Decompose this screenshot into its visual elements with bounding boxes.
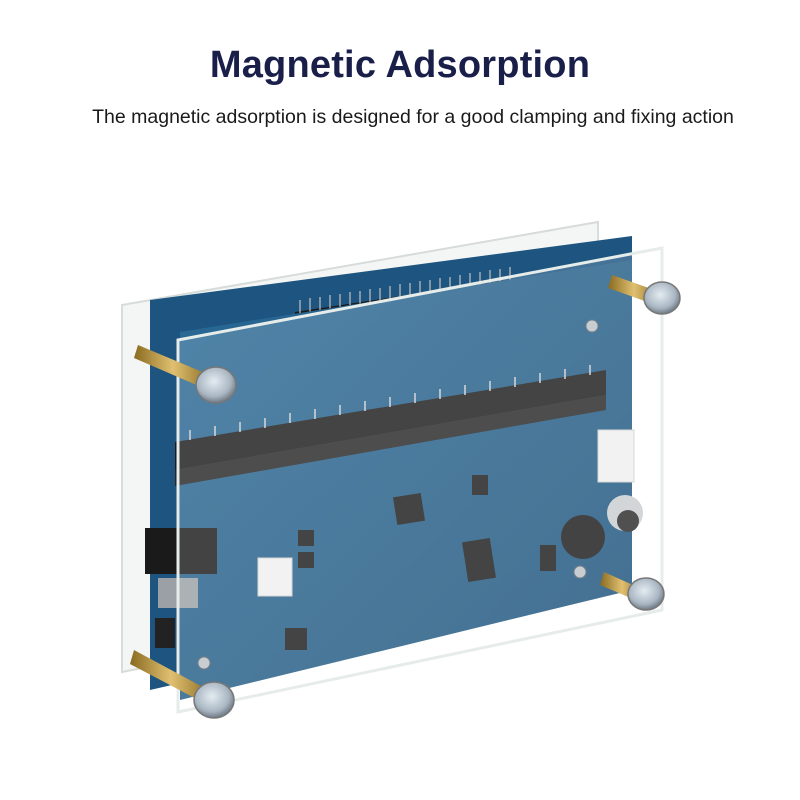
page-title: Magnetic Adsorption xyxy=(209,44,591,86)
standoff-top-right xyxy=(608,275,681,315)
standoff-bottom-right xyxy=(600,572,665,611)
page-subtitle: The magnetic adsorption is designed for … xyxy=(92,106,734,128)
standoff-bottom-left xyxy=(130,650,235,719)
front-acrylic-plate xyxy=(176,246,664,714)
components xyxy=(145,429,643,650)
ic-pins xyxy=(189,365,591,440)
screws xyxy=(197,319,599,670)
front-pcb xyxy=(180,260,632,700)
standoff-top-left xyxy=(134,345,237,404)
ic-row xyxy=(175,370,606,486)
